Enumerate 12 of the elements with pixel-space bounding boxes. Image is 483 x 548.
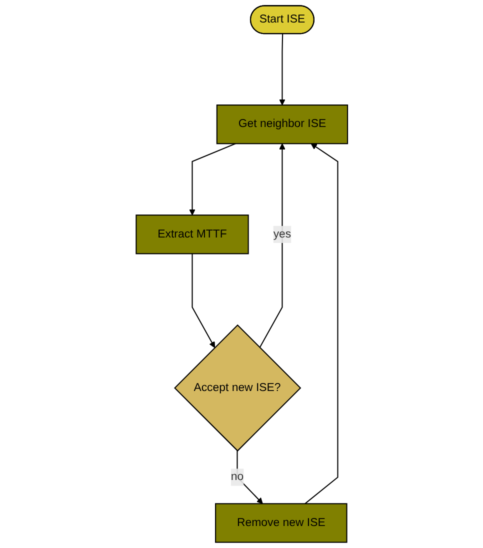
node-box: Remove new ISE (214, 503, 347, 543)
arrow (258, 143, 285, 348)
node-diamond: Accept new ISE? (174, 324, 301, 452)
node-box: Get neighbor ISE (216, 104, 348, 144)
arrow (236, 450, 263, 504)
arrow (304, 143, 338, 504)
edge-label: no (230, 470, 244, 483)
edge-label: yes (272, 228, 291, 240)
node-box: Extract MTTF (135, 214, 248, 254)
arrow (188, 143, 236, 216)
arrow (191, 254, 215, 348)
arrow (278, 34, 285, 106)
